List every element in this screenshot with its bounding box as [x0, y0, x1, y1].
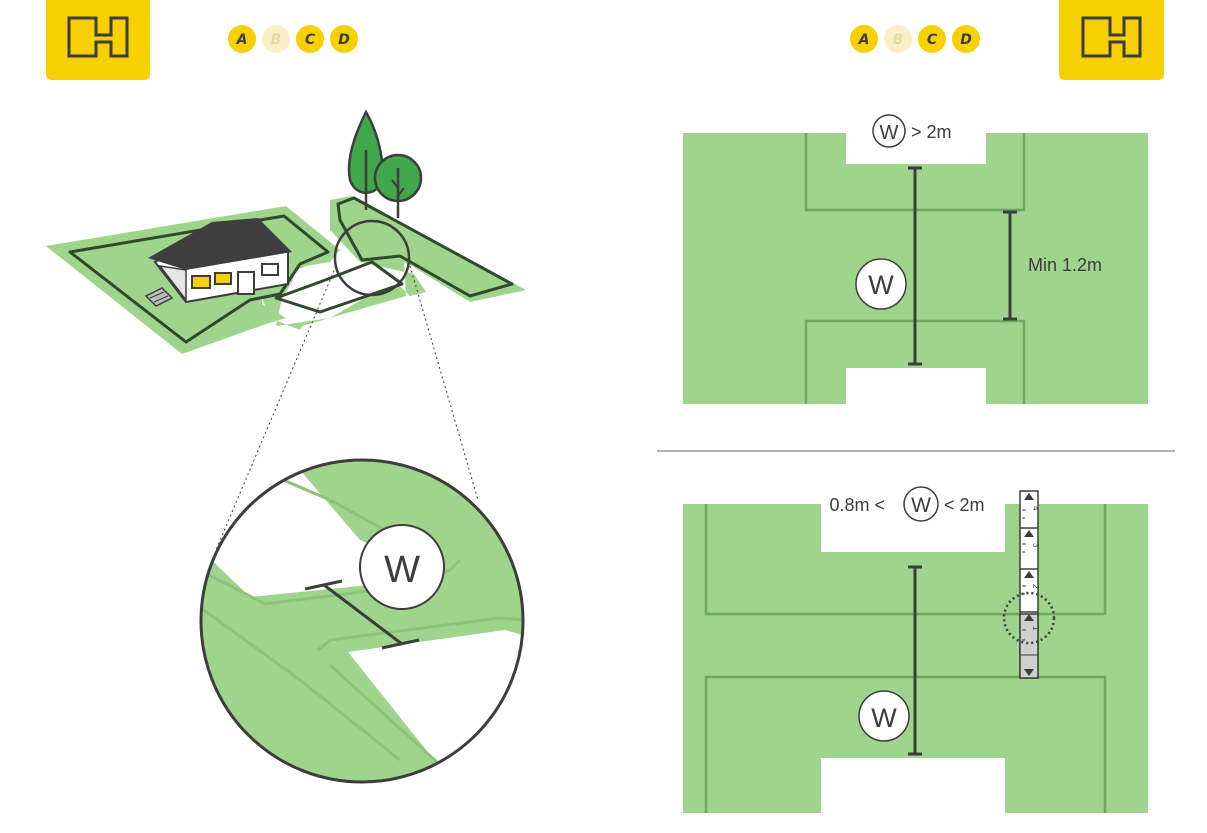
zoom-detail: W	[199, 458, 525, 784]
non-lawn-area	[846, 133, 986, 164]
step-badge-c: C	[918, 25, 946, 53]
right-logo-tab	[1059, 0, 1164, 80]
width-measure-cap	[381, 638, 420, 650]
tree-icon	[373, 153, 423, 218]
check-point-dotted-circle	[1002, 591, 1056, 645]
svg-text:D: D	[960, 32, 972, 48]
svg-text:W: W	[911, 494, 931, 517]
width-label-circle: W	[359, 524, 445, 610]
svg-text:> 2m: > 2m	[911, 122, 952, 142]
measuring-stick-icon: 4 3 2 1	[1019, 490, 1040, 679]
width-label-circle: W	[858, 690, 910, 742]
svg-text:A: A	[858, 32, 870, 48]
svg-text:W: W	[384, 549, 420, 591]
ruler-number: 4	[1031, 506, 1040, 511]
svg-text:C: C	[927, 32, 938, 48]
non-lawn-area	[821, 758, 1005, 813]
min-distance-label: Min 1.2m	[1028, 255, 1102, 275]
left-logo-tab	[46, 0, 150, 80]
svg-text:D: D	[338, 32, 350, 48]
floor-plan-icon	[67, 16, 129, 58]
svg-text:W: W	[868, 270, 894, 300]
boundary-wire	[68, 196, 514, 344]
ruler-number: 1	[1031, 626, 1040, 631]
zoom-focus-circle	[333, 219, 411, 297]
svg-text:< 2m: < 2m	[944, 495, 985, 515]
svg-text:W: W	[880, 122, 899, 144]
step-badge-d: D	[330, 25, 358, 53]
step-badge-a: A	[850, 25, 878, 53]
svg-text:0.8m <: 0.8m <	[829, 495, 885, 515]
svg-text:W: W	[871, 703, 897, 733]
step-badge-a: A	[228, 25, 256, 53]
step-badge-d: D	[952, 25, 980, 53]
passage-wide-diagram: W > 2m W Min 1.2m	[683, 114, 1148, 404]
step-badge-c: C	[296, 25, 324, 53]
svg-text:A: A	[236, 32, 248, 48]
width-condition-label: W > 2m	[872, 114, 952, 148]
tree-icon	[347, 109, 384, 210]
width-measure	[908, 166, 922, 366]
step-badge-b: B	[262, 25, 290, 53]
step-badge-b: B	[884, 25, 912, 53]
floor-plan-icon	[1081, 16, 1142, 58]
passage-narrow-diagram: 0.8m < W < 2m W 4 3 2 1	[683, 486, 1148, 813]
width-label-circle: W	[855, 258, 907, 310]
svg-text:B: B	[271, 32, 282, 48]
right-step-badges: A B C D	[850, 25, 980, 53]
charging-station-icon	[144, 287, 174, 307]
zoom-circle-outline	[199, 458, 525, 784]
house-icon	[148, 218, 292, 304]
width-measure-line	[323, 583, 403, 646]
left-step-badges: A B C D	[228, 25, 358, 53]
boundary-wire	[704, 504, 1107, 813]
zoom-connector-line	[215, 265, 337, 551]
zoom-connector-line	[409, 265, 479, 501]
svg-text:B: B	[893, 32, 904, 48]
width-measure	[908, 565, 922, 756]
isometric-garden	[46, 109, 526, 551]
ruler-number: 3	[1031, 543, 1040, 548]
non-lawn-area	[846, 368, 986, 404]
ruler-number: 2	[1031, 584, 1040, 589]
width-range-label: 0.8m < W < 2m	[829, 486, 985, 522]
min-distance-measure	[1003, 210, 1017, 321]
svg-text:C: C	[305, 32, 316, 48]
width-measure-cap	[304, 579, 343, 591]
